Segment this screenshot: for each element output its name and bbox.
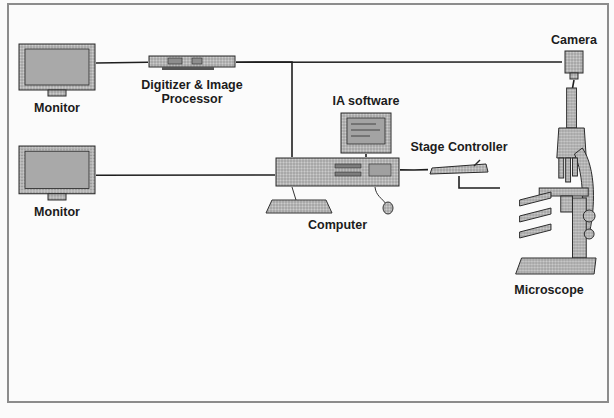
microscope: Microscope	[500, 88, 598, 278]
monitor: Monitor	[18, 145, 96, 201]
monitor-icon	[18, 145, 96, 201]
component-label: Computer	[308, 218, 367, 232]
component-label: Stage Controller	[410, 140, 507, 154]
component-label: Monitor	[34, 205, 80, 219]
computer: Computer	[275, 157, 400, 187]
digitizer-card-icon	[148, 55, 236, 71]
component-label: IA software	[333, 94, 400, 108]
keyboard	[266, 187, 332, 213]
microscope-icon	[500, 88, 598, 278]
stage-controller-icon	[428, 160, 490, 176]
monitor: Monitor	[18, 43, 96, 97]
cable-line	[365, 154, 367, 157]
cable-line	[459, 176, 500, 188]
cable-line	[400, 169, 428, 171]
cable-line	[236, 62, 292, 157]
cable-line	[96, 174, 275, 176]
cable-line	[573, 80, 574, 88]
camera: Camera	[562, 50, 586, 80]
computer-icon	[275, 157, 400, 187]
software-box: IA software	[340, 112, 392, 154]
frame	[8, 4, 608, 402]
component-label: Digitizer & Image Processor	[136, 78, 248, 106]
digitizer-card: Digitizer & Image Processor	[148, 55, 236, 71]
software-box-icon	[340, 112, 392, 154]
monitor-icon	[18, 43, 96, 97]
stage-controller: Stage Controller	[428, 160, 490, 176]
component-label: Monitor	[34, 101, 80, 115]
component-label: Camera	[551, 33, 597, 47]
mouse	[375, 187, 393, 214]
camera-icon	[562, 50, 586, 80]
cable-line	[96, 61, 148, 63]
component-label: Microscope	[514, 283, 583, 297]
